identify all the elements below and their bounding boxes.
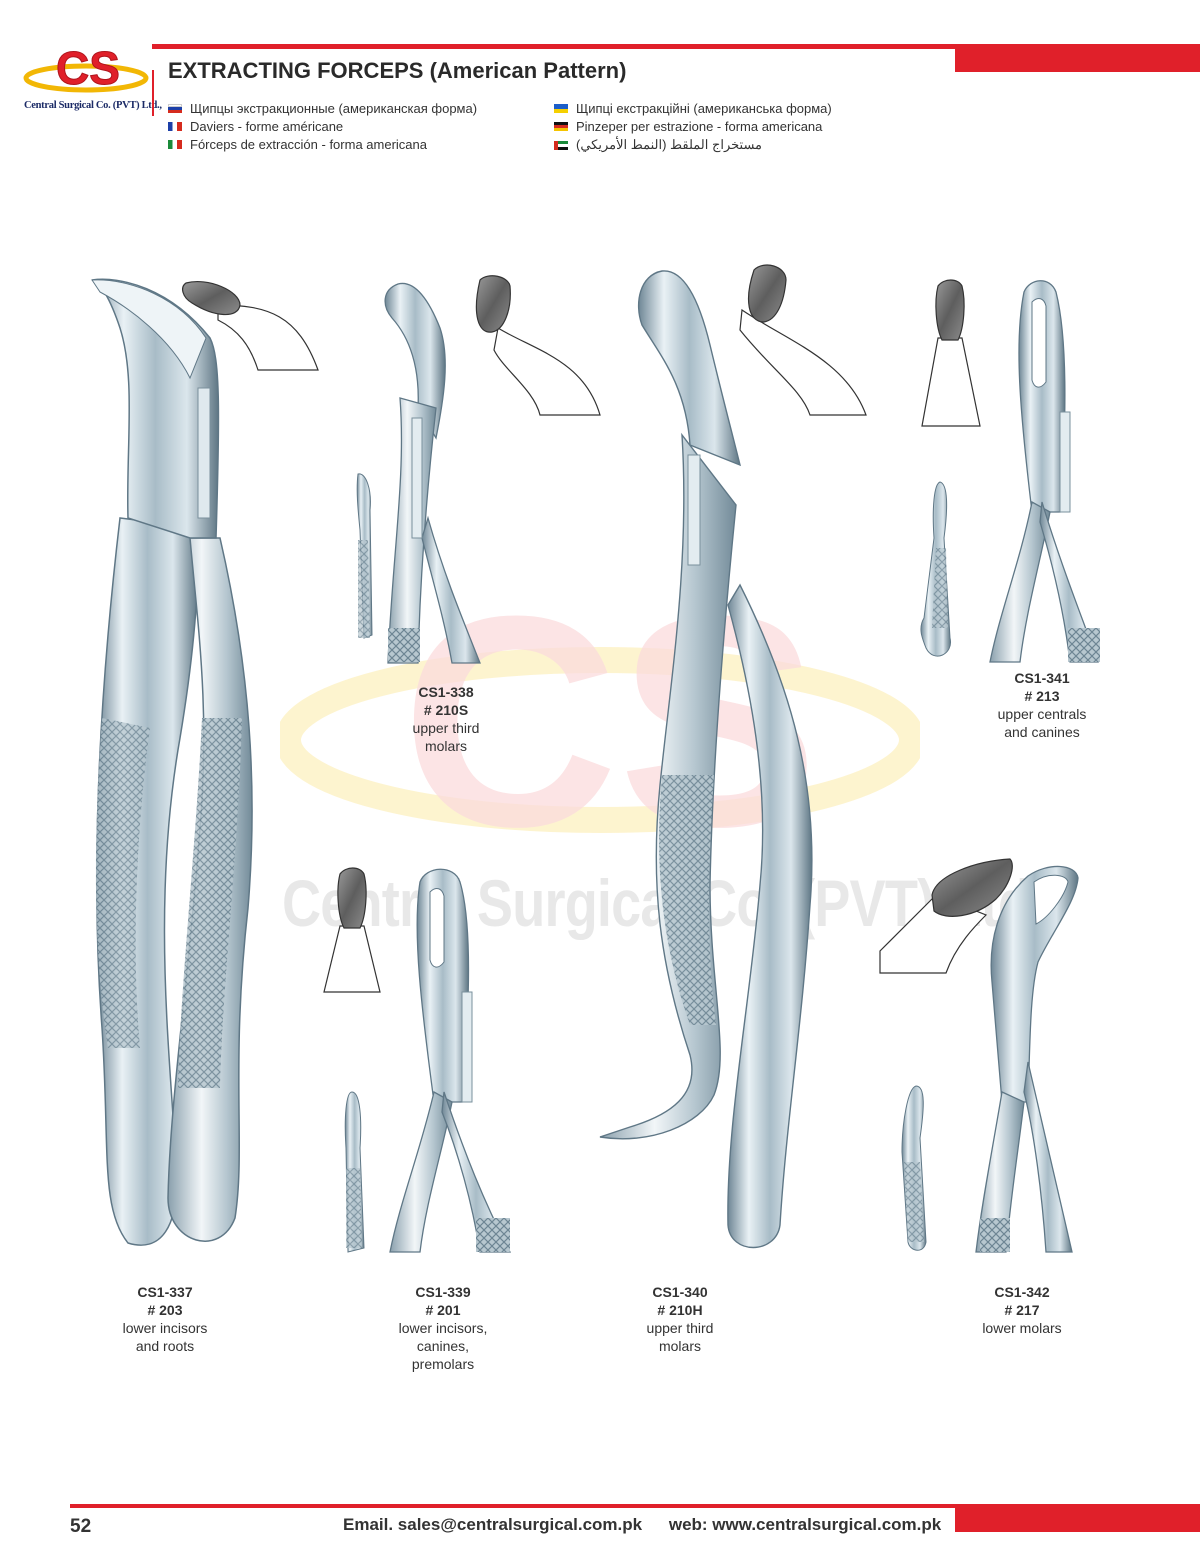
- company-logo: CS Central Surgical Co. (PVT) Ltd.,: [22, 42, 162, 120]
- forceps-cs1-339-image: [389, 868, 512, 1253]
- footer-email-link[interactable]: Email. sales@centralsurgical.com.pk: [343, 1515, 643, 1534]
- footer-rule: [70, 1504, 1200, 1508]
- footer-web-link[interactable]: web: www.centralsurgical.com.pk: [668, 1515, 942, 1534]
- product-caption-cs1-340: CS1-340 # 210H upper third molars: [610, 1283, 750, 1355]
- germany-flag-icon: [554, 122, 568, 131]
- product-description-line: premolars: [411, 1356, 475, 1372]
- product-number: # 213: [1024, 688, 1060, 704]
- thumbnail-cs1-341: [920, 481, 951, 657]
- product-description-line: canines,: [416, 1338, 470, 1354]
- product-code: CS1-342: [994, 1284, 1050, 1300]
- product-description-line: upper third: [412, 720, 480, 736]
- translation-spanish: Fórceps de extracción - forma americana: [168, 137, 427, 152]
- uae-flag-icon: [554, 140, 568, 150]
- product-code: CS1-339: [415, 1284, 471, 1300]
- cs-logo-icon: CS: [23, 42, 149, 95]
- product-caption-cs1-342: CS1-342 # 217 lower molars: [952, 1283, 1092, 1337]
- product-caption-cs1-337: CS1-337 # 203 lower incisors and roots: [95, 1283, 235, 1355]
- product-number: # 203: [147, 1302, 183, 1318]
- product-description-line: lower incisors,: [398, 1320, 488, 1336]
- tip-diagram-cs1-338: [475, 275, 601, 416]
- page-number: 52: [70, 1516, 92, 1537]
- product-code: CS1-337: [137, 1284, 193, 1300]
- translation-ukrainian: Щипці екстракційні (американська форма): [554, 101, 832, 116]
- product-number: # 201: [425, 1302, 461, 1318]
- header-red-block: [955, 49, 1200, 72]
- france-flag-icon: [168, 122, 182, 131]
- translation-russian: Щипцы экстракционные (американская форма…: [168, 101, 477, 116]
- forceps-cs1-342-image: [975, 865, 1079, 1253]
- svg-text:CS: CS: [56, 42, 120, 94]
- tip-diagram-cs1-340: [739, 264, 867, 416]
- header-rule: [152, 44, 1200, 49]
- product-description-line: molars: [424, 738, 467, 754]
- product-number: # 217: [1004, 1302, 1040, 1318]
- forceps-cs1-340-image: [599, 270, 813, 1249]
- product-description-line: lower molars: [982, 1320, 1062, 1336]
- footer-red-block: [955, 1508, 1200, 1532]
- tip-diagram-cs1-341: [921, 279, 981, 427]
- product-number: # 210S: [423, 702, 469, 718]
- tip-diagram-cs1-339: [323, 867, 381, 993]
- product-caption-cs1-341: CS1-341 # 213 upper centrals and canines: [972, 669, 1112, 741]
- translation-italian: Pinzeper per estrazione - forma american…: [554, 119, 822, 134]
- tip-diagram-cs1-342: [879, 858, 1013, 974]
- header-vertical-rule: [152, 70, 154, 116]
- forceps-cs1-338-image: [384, 282, 481, 664]
- translation-arabic: مستخراج الملقط (النمط الأمريكي): [554, 137, 762, 153]
- italy-flag-icon: [168, 140, 182, 149]
- product-number: # 210H: [657, 1302, 703, 1318]
- product-code: CS1-341: [1014, 670, 1070, 686]
- product-description-line: molars: [658, 1338, 701, 1354]
- thumbnail-cs1-339: [344, 1091, 365, 1253]
- forceps-cs1-337-image: [91, 278, 253, 1246]
- ukraine-flag-icon: [554, 104, 568, 113]
- product-description-line: upper centrals: [997, 706, 1087, 722]
- company-name: Central Surgical Co. (PVT) Ltd.,: [24, 100, 162, 111]
- product-caption-cs1-338: CS1-338 # 210S upper third molars: [376, 683, 516, 755]
- product-code: CS1-338: [418, 684, 474, 700]
- tip-diagram-cs1-337: [182, 281, 319, 371]
- thumbnail-cs1-342: [901, 1085, 927, 1251]
- product-description-line: lower incisors: [122, 1320, 208, 1336]
- product-caption-cs1-339: CS1-339 # 201 lower incisors, canines, p…: [373, 1283, 513, 1373]
- translation-french: Daviers - forme américane: [168, 119, 343, 134]
- forceps-cs1-341-image: [989, 280, 1100, 663]
- product-description-line: and roots: [135, 1338, 195, 1354]
- product-description-line: upper third: [646, 1320, 714, 1336]
- page-title: EXTRACTING FORCEPS (American Pattern): [168, 58, 627, 83]
- russia-flag-icon: [168, 104, 182, 113]
- thumbnail-cs1-338: [356, 473, 373, 639]
- footer-contact: Email. sales@centralsurgical.com.pk web:…: [343, 1515, 941, 1535]
- product-code: CS1-340: [652, 1284, 708, 1300]
- product-description-line: and canines: [1004, 724, 1080, 740]
